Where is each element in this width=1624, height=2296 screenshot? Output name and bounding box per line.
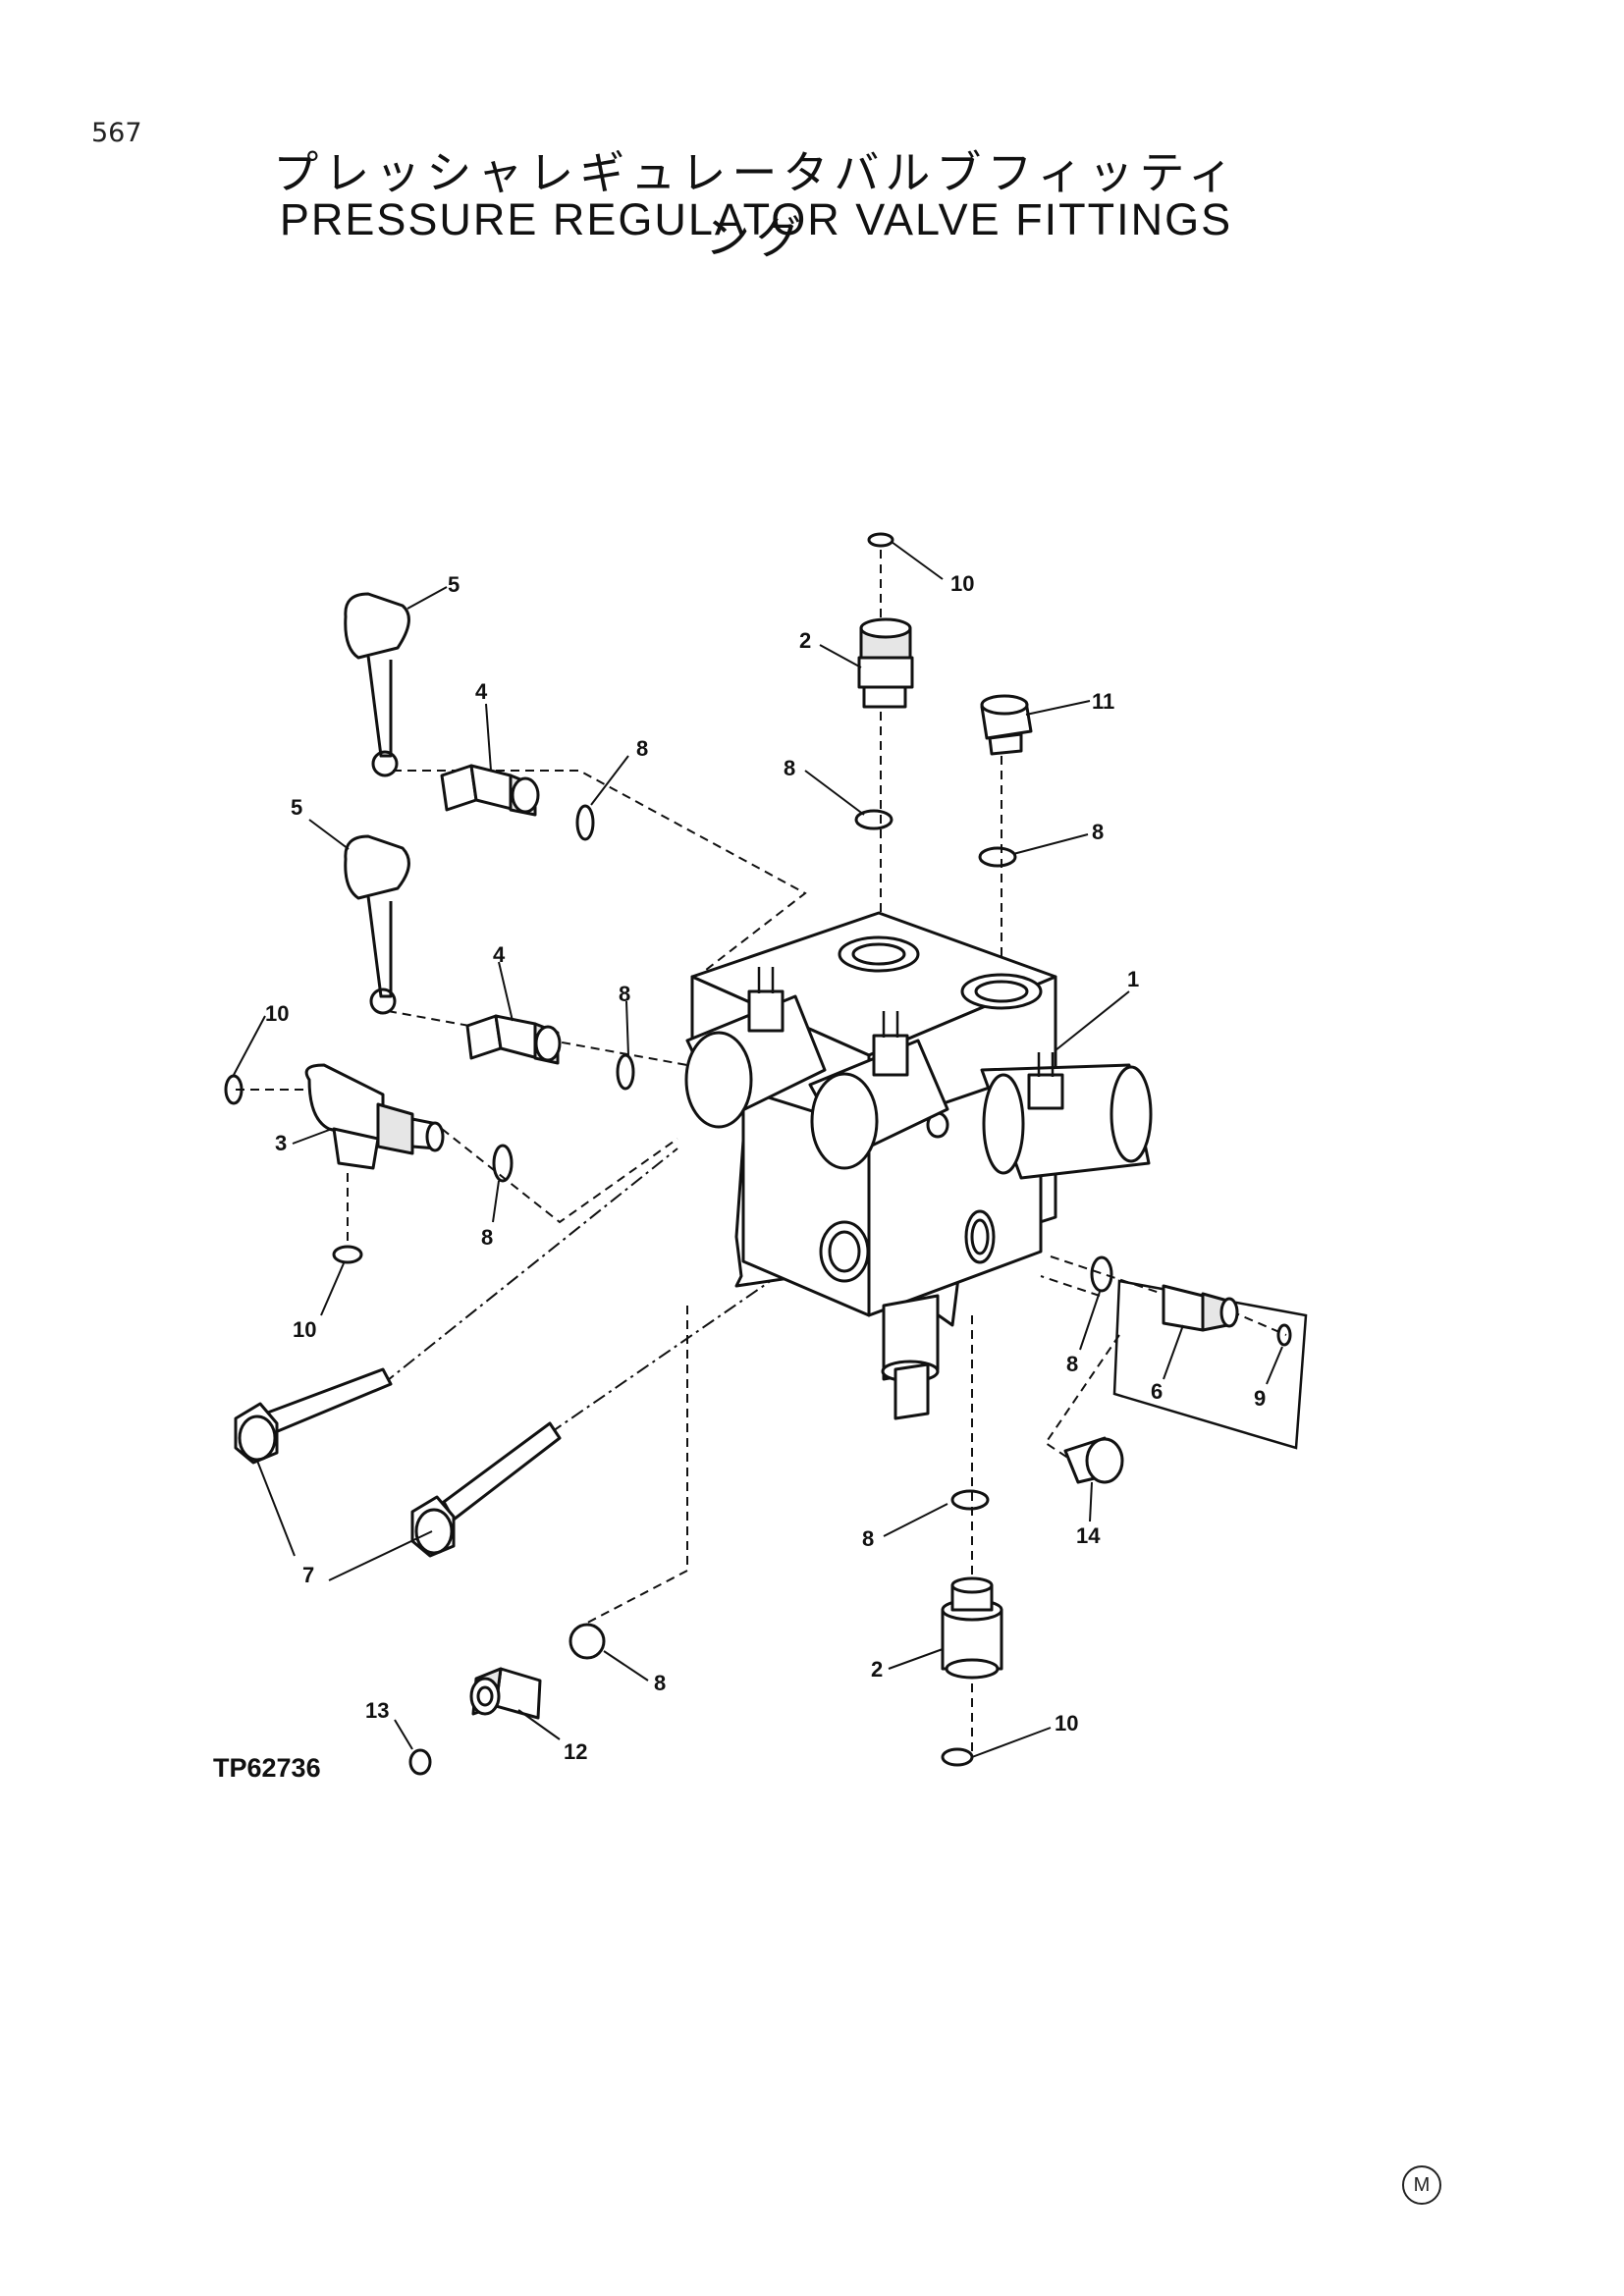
- washer-9: [1276, 1323, 1292, 1347]
- assembly-lines: [236, 550, 1287, 1757]
- callout-8-b: 8: [1092, 820, 1104, 844]
- callout-9: 9: [1254, 1386, 1266, 1411]
- callout-4-upper: 4: [475, 679, 488, 704]
- page-number: 567: [91, 118, 142, 148]
- connector-4-upper: [440, 764, 540, 817]
- callout-8-e: 8: [481, 1225, 493, 1250]
- solenoid-right: [980, 1052, 1153, 1180]
- callout-5-lower: 5: [291, 795, 302, 820]
- callout-12: 12: [564, 1739, 587, 1764]
- callout-3: 3: [275, 1131, 287, 1155]
- callout-6: 6: [1151, 1379, 1163, 1404]
- bolt-7-short: [410, 1421, 562, 1558]
- fitting-6: [1162, 1284, 1239, 1332]
- title-english: PRESSURE REGULATOR VALVE FITTINGS: [279, 194, 1233, 244]
- washer-8-bottom: [950, 1489, 990, 1511]
- callout-14: 14: [1076, 1523, 1101, 1548]
- bolt-7-long: [234, 1367, 393, 1465]
- washer-8-right: [1090, 1255, 1113, 1293]
- corner-mark: M: [1402, 2165, 1441, 2205]
- figure-id: TP62736: [213, 1753, 321, 1783]
- callout-8-c: 8: [636, 736, 648, 761]
- top-washer-10: [867, 532, 894, 548]
- callout-5-upper: 5: [448, 572, 460, 597]
- callout-7: 7: [302, 1563, 314, 1587]
- elbow-fitting-3: [304, 1063, 445, 1170]
- washer-8-lower-center: [568, 1623, 606, 1660]
- washer-13: [408, 1748, 432, 1776]
- port-fitting-12: [469, 1667, 542, 1720]
- callout-8-g: 8: [862, 1526, 874, 1551]
- callout-10-bottom: 10: [1055, 1711, 1078, 1735]
- callout-11: 11: [1092, 689, 1114, 714]
- solenoid-center: [808, 1011, 949, 1170]
- washer-10-elbow: [332, 1245, 363, 1264]
- plug-14: [1063, 1436, 1124, 1484]
- option-box: [1112, 1279, 1308, 1450]
- callout-13: 13: [365, 1698, 389, 1723]
- callout-8-d: 8: [619, 982, 630, 1006]
- callout-10-top: 10: [950, 571, 974, 596]
- callout-2-bottom: 2: [871, 1657, 883, 1682]
- callout-4-lower: 4: [493, 942, 506, 967]
- connector-4-lower: [465, 1014, 562, 1065]
- callout-10-left: 10: [265, 1001, 289, 1026]
- plug-11: [980, 694, 1033, 756]
- title-japanese: プレッシャレギュレータバルブフィッティング: [273, 146, 1239, 264]
- bottom-port-fitting-2: [941, 1576, 1003, 1680]
- washer-8-upper: [575, 804, 595, 841]
- callout-8-a: 8: [784, 756, 795, 780]
- solenoid-left: [684, 967, 827, 1129]
- callout-8-f: 8: [654, 1671, 666, 1695]
- callout-2-top: 2: [799, 628, 811, 653]
- cap-5-upper: [344, 592, 410, 777]
- plug-washer-8: [978, 846, 1017, 868]
- washer-10-left: [224, 1074, 244, 1105]
- callout-labels: 10 2 8 11 8 1 5 4 8 5 4 8 10 3 8 10 7 8 …: [265, 571, 1266, 1764]
- callout-1: 1: [1127, 967, 1139, 991]
- cap-5-lower: [344, 834, 410, 1015]
- leader-lines: [233, 541, 1283, 1758]
- top-washer-8: [854, 809, 893, 830]
- washer-10-bottom: [941, 1747, 974, 1767]
- top-port-fitting-2: [857, 617, 914, 709]
- callout-10-elbow: 10: [293, 1317, 316, 1342]
- washer-8-lower: [616, 1053, 635, 1091]
- washer-8-elbow: [492, 1144, 514, 1183]
- callout-8-h: 8: [1066, 1352, 1078, 1376]
